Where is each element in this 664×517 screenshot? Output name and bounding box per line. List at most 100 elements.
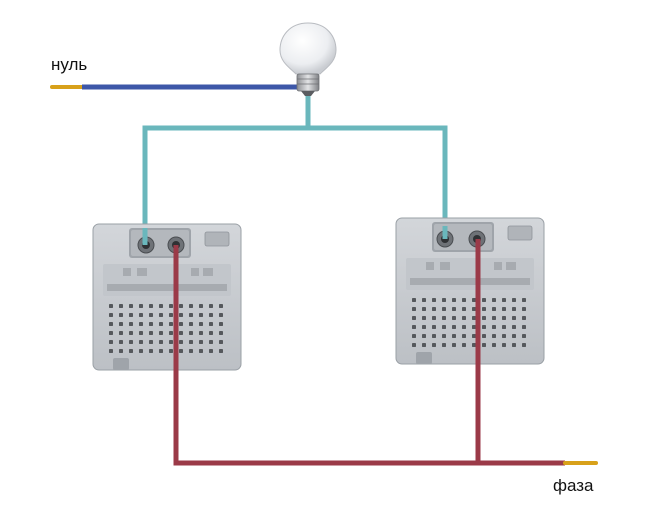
vent-hole bbox=[422, 298, 426, 302]
vent-hole bbox=[492, 343, 496, 347]
vent-hole bbox=[129, 322, 133, 326]
vent-hole bbox=[109, 349, 113, 353]
vent-hole bbox=[119, 340, 123, 344]
vent-hole bbox=[129, 340, 133, 344]
vent-hole bbox=[422, 307, 426, 311]
vent-hole bbox=[109, 313, 113, 317]
vent-hole bbox=[199, 349, 203, 353]
vent-hole bbox=[139, 322, 143, 326]
vent-hole bbox=[129, 313, 133, 317]
vent-hole bbox=[452, 334, 456, 338]
vent-hole bbox=[179, 331, 183, 335]
vent-hole bbox=[472, 316, 476, 320]
vent-hole bbox=[482, 325, 486, 329]
vent-hole bbox=[482, 316, 486, 320]
vent-hole bbox=[472, 325, 476, 329]
vent-hole bbox=[452, 316, 456, 320]
vent-hole bbox=[199, 340, 203, 344]
vent-hole bbox=[129, 331, 133, 335]
vent-hole bbox=[492, 307, 496, 311]
vent-hole bbox=[502, 298, 506, 302]
vent-hole bbox=[442, 325, 446, 329]
vent-hole bbox=[189, 340, 193, 344]
vent-hole bbox=[472, 307, 476, 311]
lamp-wire-loop bbox=[142, 125, 448, 235]
vent-hole bbox=[412, 334, 416, 338]
vent-hole bbox=[169, 331, 173, 335]
vent-hole bbox=[512, 307, 516, 311]
vent-hole bbox=[452, 343, 456, 347]
vent-hole bbox=[119, 349, 123, 353]
vent-hole bbox=[482, 334, 486, 338]
vent-hole bbox=[472, 334, 476, 338]
vent-hole bbox=[179, 340, 183, 344]
vent-hole bbox=[462, 343, 466, 347]
vent-hole bbox=[109, 331, 113, 335]
vent-hole bbox=[219, 340, 223, 344]
vent-hole bbox=[189, 331, 193, 335]
vent-hole bbox=[462, 325, 466, 329]
vent-hole bbox=[482, 307, 486, 311]
vent-hole bbox=[502, 316, 506, 320]
vent-hole bbox=[209, 331, 213, 335]
vent-hole bbox=[492, 316, 496, 320]
vent-hole bbox=[219, 322, 223, 326]
vent-hole bbox=[432, 298, 436, 302]
vent-hole bbox=[502, 307, 506, 311]
vent-hole bbox=[149, 331, 153, 335]
vent-hole bbox=[412, 343, 416, 347]
vent-hole bbox=[149, 340, 153, 344]
vent-hole bbox=[432, 316, 436, 320]
vent-hole bbox=[169, 313, 173, 317]
vent-hole bbox=[452, 298, 456, 302]
vent-hole bbox=[139, 304, 143, 308]
vent-hole bbox=[179, 313, 183, 317]
phase-label: фаза bbox=[553, 476, 594, 495]
vent-hole bbox=[512, 298, 516, 302]
vent-hole bbox=[119, 304, 123, 308]
vent-hole bbox=[422, 325, 426, 329]
vent-hole bbox=[199, 322, 203, 326]
lamp-wire-terminals bbox=[142, 226, 448, 245]
vent-hole bbox=[209, 304, 213, 308]
vent-hole bbox=[209, 349, 213, 353]
vent-hole bbox=[512, 334, 516, 338]
vent-hole bbox=[119, 331, 123, 335]
vent-hole bbox=[512, 316, 516, 320]
vent-hole bbox=[502, 343, 506, 347]
vent-hole bbox=[492, 325, 496, 329]
vent-hole bbox=[189, 349, 193, 353]
vent-hole bbox=[219, 349, 223, 353]
vent-hole bbox=[169, 304, 173, 308]
phase-wire bbox=[173, 239, 565, 466]
vent-hole bbox=[179, 304, 183, 308]
vent-hole bbox=[442, 298, 446, 302]
vent-hole bbox=[442, 307, 446, 311]
vent-hole bbox=[149, 349, 153, 353]
vent-hole bbox=[422, 334, 426, 338]
vent-hole bbox=[169, 322, 173, 326]
vent-hole bbox=[462, 307, 466, 311]
vent-hole bbox=[522, 316, 526, 320]
vent-hole bbox=[139, 331, 143, 335]
vent-hole bbox=[522, 325, 526, 329]
vent-hole bbox=[199, 304, 203, 308]
vent-hole bbox=[159, 313, 163, 317]
vent-hole bbox=[109, 322, 113, 326]
vent-hole bbox=[412, 298, 416, 302]
vent-hole bbox=[512, 343, 516, 347]
vent-hole bbox=[432, 334, 436, 338]
vent-hole bbox=[482, 343, 486, 347]
vent-hole bbox=[492, 334, 496, 338]
vent-hole bbox=[119, 322, 123, 326]
vent-hole bbox=[442, 316, 446, 320]
vent-hole bbox=[219, 313, 223, 317]
vent-hole bbox=[422, 343, 426, 347]
vent-hole bbox=[109, 340, 113, 344]
vent-hole bbox=[432, 343, 436, 347]
vent-hole bbox=[472, 343, 476, 347]
vent-hole bbox=[412, 316, 416, 320]
vent-hole bbox=[159, 349, 163, 353]
vent-hole bbox=[179, 322, 183, 326]
